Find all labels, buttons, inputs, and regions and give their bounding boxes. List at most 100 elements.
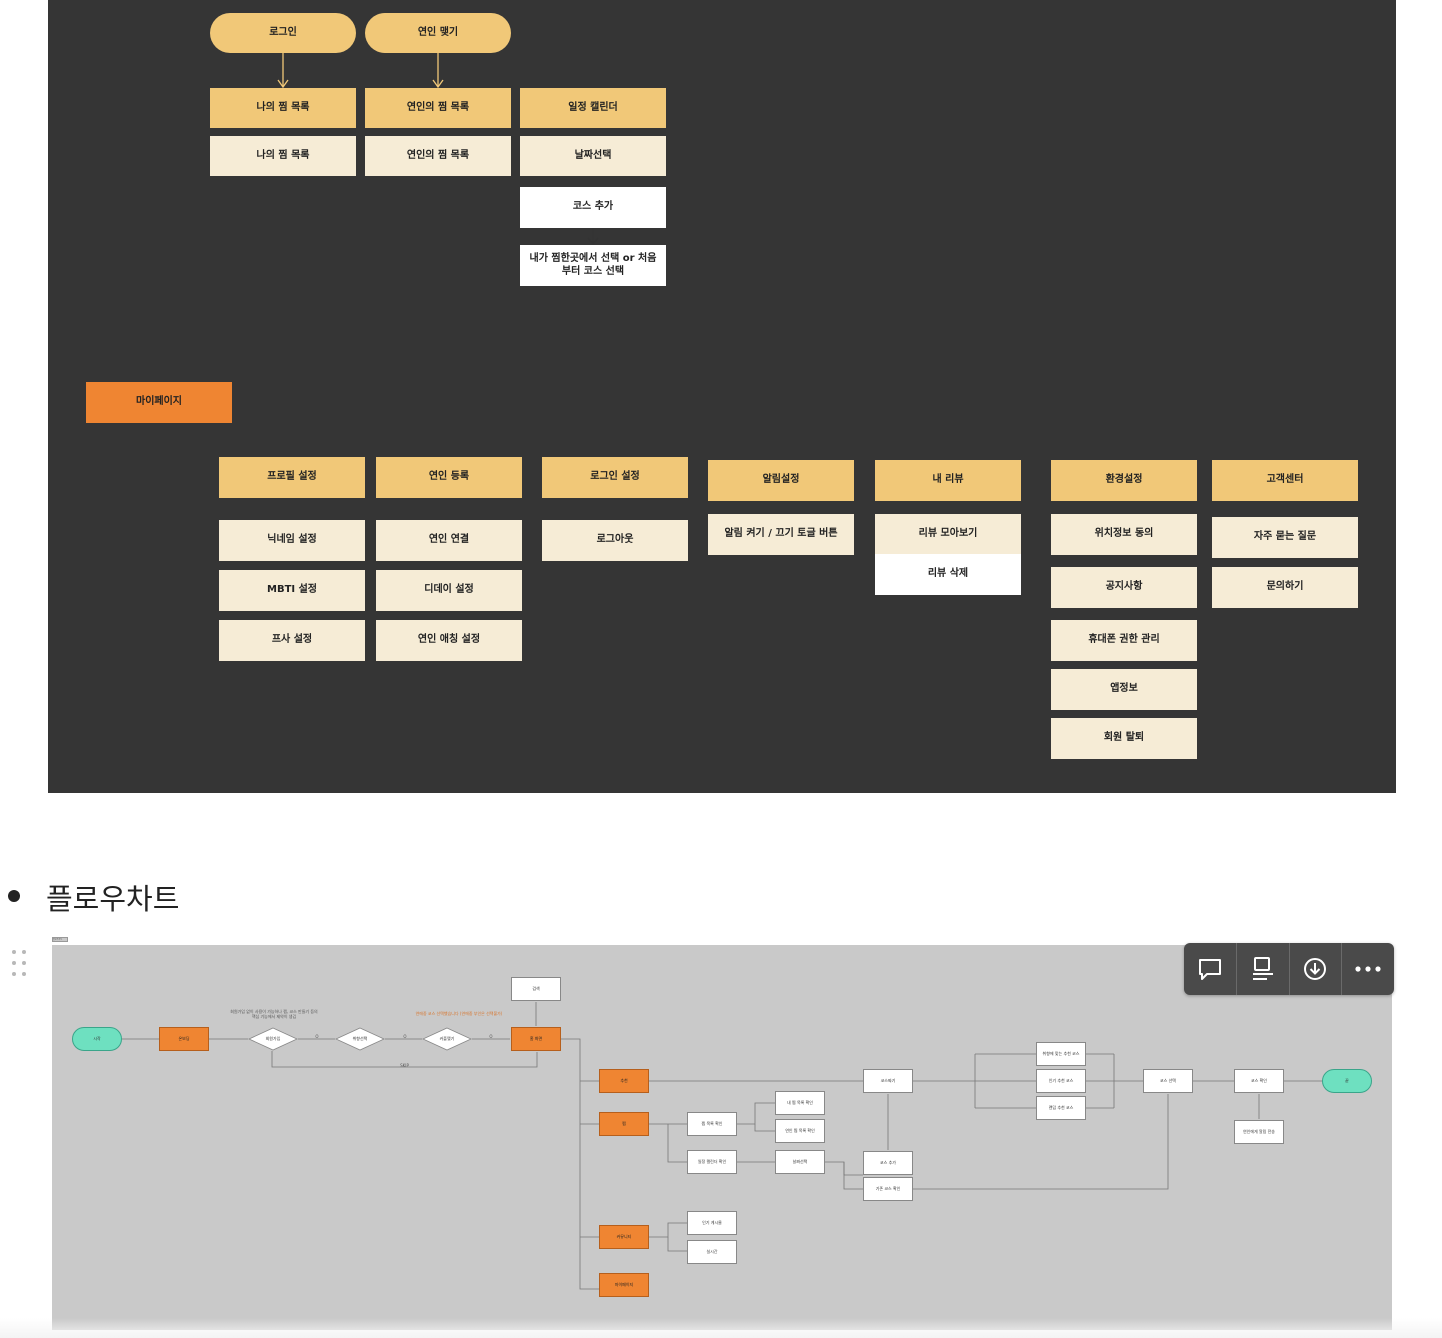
fc-signup-note: 회원가입 없이 사용이 가능하나 찜, 코스 만들기 등의 핵심 기능에서 제약… <box>230 1009 318 1020</box>
fc-rec-popular-node: 인기 추천 코스 <box>1036 1069 1086 1093</box>
profile-settings-label: 프로필 설정 <box>267 471 317 483</box>
comment-icon <box>1198 959 1221 980</box>
fc-popular-posts-node: 인기 게시물 <box>687 1211 737 1235</box>
fc-mypage-node: 마이페이지 <box>599 1273 649 1297</box>
couple-node-label: 연인 맺기 <box>417 26 459 38</box>
image-toolbar <box>1184 943 1394 995</box>
partner-nickname-label: 연인 애칭 설정 <box>417 634 481 646</box>
faq-label: 자주 묻는 질문 <box>1253 531 1317 543</box>
partner-register-node: 연인 등록 <box>376 457 522 498</box>
profile-photo-node: 프사 설정 <box>219 620 365 661</box>
env-settings-label: 환경설정 <box>1105 474 1143 486</box>
fc-notify-partner-node: 연인에게 알림 전송 <box>1234 1120 1284 1144</box>
dday-label: 디데이 설정 <box>424 584 474 596</box>
fc-course-select-label: 코스 선택 <box>1160 1077 1176 1083</box>
fc-popular-posts-label: 인기 게시물 <box>702 1219 722 1225</box>
alarm-settings-node: 알림설정 <box>708 460 854 501</box>
drag-handle-icon[interactable] <box>10 948 30 978</box>
download-button[interactable] <box>1290 943 1343 995</box>
faq-node: 자주 묻는 질문 <box>1212 517 1358 558</box>
fc-edge-o3: O <box>489 1034 493 1039</box>
partner-nickname-node: 연인 애칭 설정 <box>376 620 522 661</box>
fc-realtime-label: 실시간 <box>706 1248 718 1254</box>
login-settings-label: 로그인 설정 <box>590 471 640 483</box>
review-collection-node: 리뷰 모아보기 <box>875 514 1021 555</box>
fc-course-make-label: 코스짜기 <box>880 1077 896 1083</box>
fc-wish-label: 찜 <box>622 1120 626 1126</box>
bullet-dot <box>8 890 20 902</box>
fc-recommend-node: 추천 <box>599 1069 649 1093</box>
course-pick-label: 내가 찜한곳에서 선택 or 처음부터 코스 선택 <box>529 253 657 277</box>
partner-wishlist-sub-node: 연인의 찜 목록 <box>365 136 511 176</box>
fc-home-node: 홈 화면 <box>511 1027 561 1051</box>
fc-search-node: 검색 <box>511 977 561 1001</box>
fc-course-select-node: 코스 선택 <box>1143 1069 1193 1093</box>
fc-end-node: 끝 <box>1322 1069 1372 1093</box>
date-select-label: 날짜선택 <box>574 149 612 161</box>
calendar-label: 일정 캘린더 <box>568 101 618 113</box>
fc-rec-pref-label: 취향에 맞는 추천 코스 <box>1042 1050 1080 1056</box>
my-wishlist-sub-label: 나의 찜 목록 <box>256 149 310 161</box>
partner-wishlist-label: 연인의 찜 목록 <box>406 101 470 113</box>
fc-signup-label: 회원가입 <box>265 1036 281 1041</box>
inquiry-node: 문의하기 <box>1212 567 1358 608</box>
withdraw-node: 회원 탈퇴 <box>1051 718 1197 759</box>
inquiry-label: 문의하기 <box>1266 581 1304 593</box>
fc-notify-partner-label: 연인에게 알림 전송 <box>1243 1128 1275 1134</box>
review-collection-label: 리뷰 모아보기 <box>918 528 978 540</box>
comment-button[interactable] <box>1184 943 1237 995</box>
login-settings-node: 로그인 설정 <box>542 457 688 498</box>
more-icon <box>1355 966 1381 972</box>
review-delete-label: 리뷰 삭제 <box>927 568 969 580</box>
env-settings-node: 환경설정 <box>1051 460 1197 501</box>
fc-wishlist-check-node: 찜 목록 확인 <box>687 1112 737 1136</box>
alarm-toggle-node: 알림 켜기 / 끄기 토글 버튼 <box>708 514 854 555</box>
customer-center-node: 고객센터 <box>1212 460 1358 501</box>
add-course-node: 코스 추가 <box>520 187 666 228</box>
fc-rec-random-label: 랜덤 추천 코스 <box>1048 1104 1074 1110</box>
fc-course-add-node: 코스 추가 <box>863 1151 913 1175</box>
logout-node: 로그아웃 <box>542 520 688 561</box>
fc-edge-o2: O <box>403 1034 407 1039</box>
caption-button[interactable] <box>1237 943 1290 995</box>
fc-couple-label: 커플맺기 <box>439 1036 455 1041</box>
fc-signup-decision: 회원가입 <box>248 1027 298 1051</box>
logout-label: 로그아웃 <box>596 534 634 546</box>
alarm-toggle-label: 알림 켜기 / 끄기 토글 버튼 <box>724 528 838 540</box>
fc-date-select-node: 날짜선택 <box>775 1150 825 1174</box>
fc-realtime-node: 실시간 <box>687 1240 737 1264</box>
fc-onboarding-label: 온보딩 <box>178 1035 190 1041</box>
mypage-label: 마이페이지 <box>136 396 182 408</box>
flowchart-image[interactable]: 시작 온보딩 회원가입 없이 사용이 가능하나 찜, 코스 만들기 등의 핵심 … <box>52 945 1392 1330</box>
more-button[interactable] <box>1342 943 1394 995</box>
fc-start-label: 시작 <box>93 1035 101 1041</box>
profile-photo-label: 프사 설정 <box>271 634 313 646</box>
nickname-node: 닉네임 설정 <box>219 520 365 561</box>
fc-start-node: 시작 <box>72 1027 122 1051</box>
notice-label: 공지사항 <box>1105 581 1143 593</box>
fc-my-wish-label: 내 찜 목록 확인 <box>787 1099 813 1105</box>
fc-couple-decision: 커플맺기 <box>422 1027 472 1051</box>
fc-skip-label: SKIP <box>400 1063 409 1068</box>
fc-partner-wish-label: 연인 찜 목록 확인 <box>785 1127 815 1133</box>
my-wishlist-node: 나의 찜 목록 <box>210 88 356 128</box>
flowchart-connectors <box>122 1002 1322 1290</box>
fc-mypage-label: 마이페이지 <box>614 1281 634 1287</box>
my-wishlist-sub-node: 나의 찜 목록 <box>210 136 356 176</box>
login-node: 로그인 <box>210 13 356 53</box>
download-icon <box>1304 958 1327 980</box>
fc-rec-pref-node: 취향에 맞는 추천 코스 <box>1036 1042 1086 1066</box>
alarm-settings-label: 알림설정 <box>762 474 800 486</box>
partner-register-label: 연인 등록 <box>428 471 470 483</box>
nickname-label: 닉네임 설정 <box>267 534 317 546</box>
fc-pref-decision: 취향선택 <box>335 1027 385 1051</box>
bottom-fade <box>0 1318 1442 1338</box>
review-delete-node: 리뷰 삭제 <box>875 554 1021 595</box>
fc-course-make-node: 코스짜기 <box>863 1069 913 1093</box>
caption-icon <box>1252 957 1273 980</box>
fc-couple-note: 연애중 코스 선택했습니다 (연애중 부인은 선택불가) <box>415 1011 503 1016</box>
flowchart-frame-tag: 플로우차트 <box>52 937 68 942</box>
fc-edge-o1: O <box>315 1034 319 1039</box>
fc-pref-label: 취향선택 <box>352 1036 368 1041</box>
fc-existing-course-label: 기존 코스 확인 <box>875 1185 901 1191</box>
